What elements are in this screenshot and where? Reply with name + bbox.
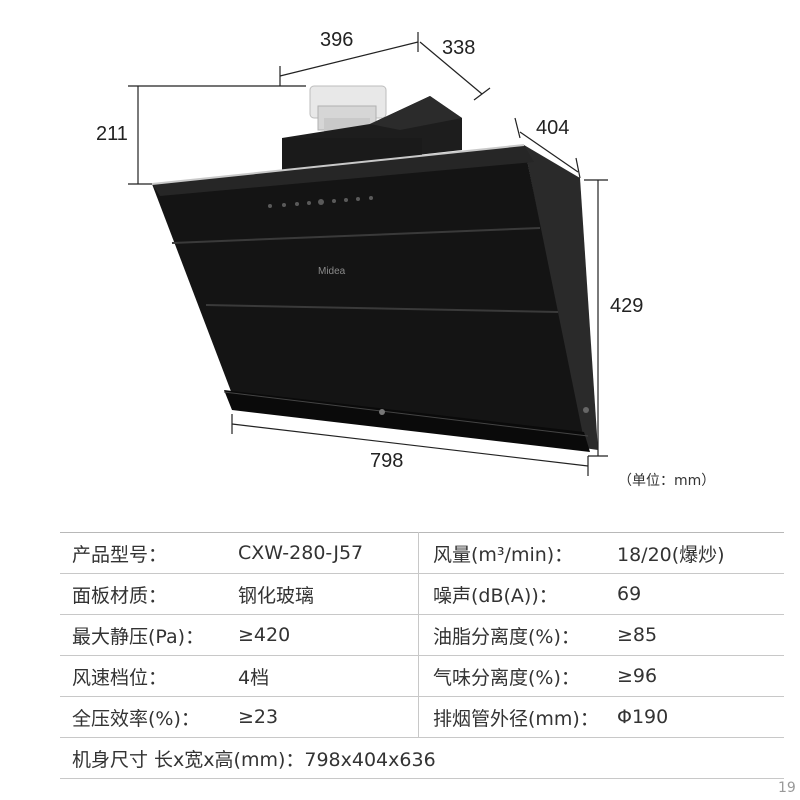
spec-key: 噪声(dB(A))： [418, 573, 617, 615]
spec-key: 最大静压(Pa)： [60, 614, 238, 656]
dimension-lines [128, 32, 608, 476]
dim-top-depth: 338 [442, 37, 475, 59]
spec-key: 全压效率(%)： [60, 696, 238, 738]
spec-key: 排烟管外径(mm)： [418, 696, 617, 738]
spec-table: 产品型号： CXW-280-J57 风量(m³/min)： 18/20(爆炒) … [60, 532, 784, 779]
spec-value: ≥85 [617, 614, 784, 656]
spec-value: CXW-280-J57 [238, 532, 419, 574]
table-row: 最大静压(Pa)： ≥420 油脂分离度(%)： ≥85 [60, 614, 784, 656]
dim-body-width: 798 [370, 450, 403, 472]
control-buttons [268, 196, 373, 208]
dim-body-height: 429 [610, 295, 643, 317]
page-number: 19 [778, 780, 796, 796]
spec-key: 风量(m³/min)： [418, 532, 617, 574]
spec-key: 风速档位： [60, 655, 238, 697]
spec-value: 钢化玻璃 [238, 573, 419, 615]
spec-value: ≥23 [238, 696, 419, 738]
dim-top-width: 396 [320, 29, 353, 51]
spec-value: 4档 [238, 655, 419, 697]
dim-body-depth: 404 [536, 117, 569, 139]
side-panel [524, 145, 598, 450]
table-row: 产品型号： CXW-280-J57 风量(m³/min)： 18/20(爆炒) [60, 532, 784, 574]
table-row: 全压效率(%)： ≥23 排烟管外径(mm)： Φ190 [60, 696, 784, 738]
exhaust-collar [309, 85, 387, 132]
spec-value: 18/20(爆炒) [617, 532, 784, 574]
dim-chimney-height: 211 [96, 123, 128, 145]
unit-label: （单位：mm） [618, 473, 716, 489]
spec-key: 油脂分离度(%)： [418, 614, 617, 656]
body-size-row: 机身尺寸 长x宽x高(mm)：798x404x636 [60, 737, 784, 779]
spec-value: ≥420 [238, 614, 419, 656]
hood-body [151, 144, 590, 452]
spec-value: 69 [617, 573, 784, 615]
spec-value: Φ190 [617, 696, 784, 738]
spec-value: ≥96 [617, 655, 784, 697]
spec-key: 产品型号： [60, 532, 238, 574]
table-row: 机身尺寸 长x宽x高(mm)：798x404x636 [60, 737, 784, 779]
table-row: 风速档位： 4档 气味分离度(%)： ≥96 [60, 655, 784, 697]
spec-key: 面板材质： [60, 573, 238, 615]
spec-key: 气味分离度(%)： [418, 655, 617, 697]
product-dimension-drawing: Midea 396 338 211 404 429 798 [96, 29, 643, 476]
table-row: 面板材质： 钢化玻璃 噪声(dB(A))： 69 [60, 573, 784, 615]
brand-logo: Midea [318, 266, 346, 277]
